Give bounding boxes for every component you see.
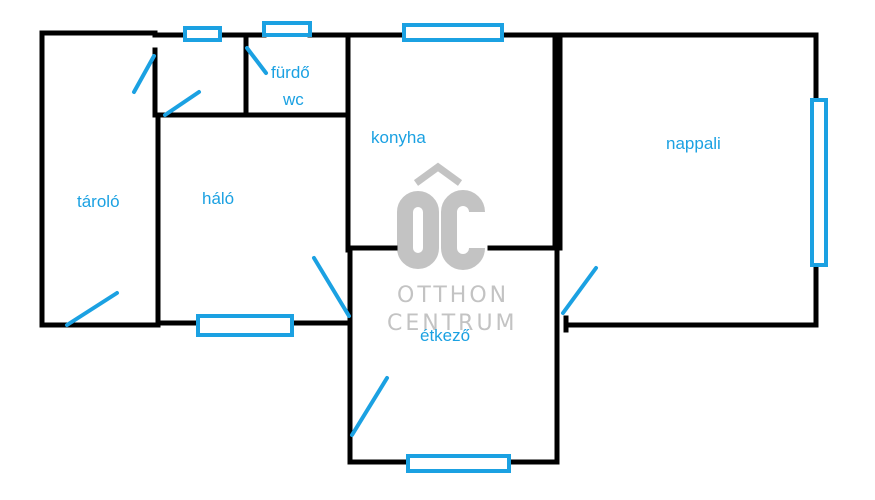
watermark-chevron bbox=[413, 162, 463, 186]
room-label-bedroom: háló bbox=[202, 189, 235, 208]
door-living bbox=[561, 266, 598, 315]
living-walls bbox=[557, 32, 819, 103]
door-bedroom bbox=[312, 256, 351, 318]
window-wc-top bbox=[262, 21, 312, 37]
watermark-line1: OTTHON bbox=[397, 283, 510, 308]
windows bbox=[183, 21, 828, 473]
room-label-dining: étkező bbox=[420, 326, 471, 345]
watermark-c-letter bbox=[441, 190, 485, 270]
storage-walls bbox=[39, 30, 158, 328]
walls bbox=[39, 30, 819, 465]
door-storage-lower bbox=[65, 291, 119, 327]
room-label-wc: wc bbox=[283, 90, 304, 109]
door-dining bbox=[350, 376, 389, 437]
room-label-living: nappali bbox=[666, 134, 721, 153]
door-bathroom bbox=[163, 90, 201, 117]
window-bedroom-bottom bbox=[196, 314, 294, 337]
window-bathroom-top bbox=[183, 26, 222, 42]
watermark-logo bbox=[397, 162, 485, 270]
watermark-line2: CENTRUM bbox=[387, 311, 518, 336]
doors bbox=[65, 46, 598, 437]
room-label-bathroom: fürdő bbox=[271, 63, 310, 82]
bath-block-walls bbox=[152, 47, 351, 118]
window-dining-bottom bbox=[406, 454, 511, 473]
room-label-storage: tároló bbox=[77, 192, 120, 211]
door-storage-upper bbox=[132, 54, 156, 94]
door-wc bbox=[245, 46, 268, 75]
room-label-kitchen: konyha bbox=[371, 128, 426, 147]
window-living-right bbox=[810, 98, 828, 267]
watermark-o-letter bbox=[397, 191, 439, 269]
window-kitchen-top bbox=[402, 23, 504, 42]
